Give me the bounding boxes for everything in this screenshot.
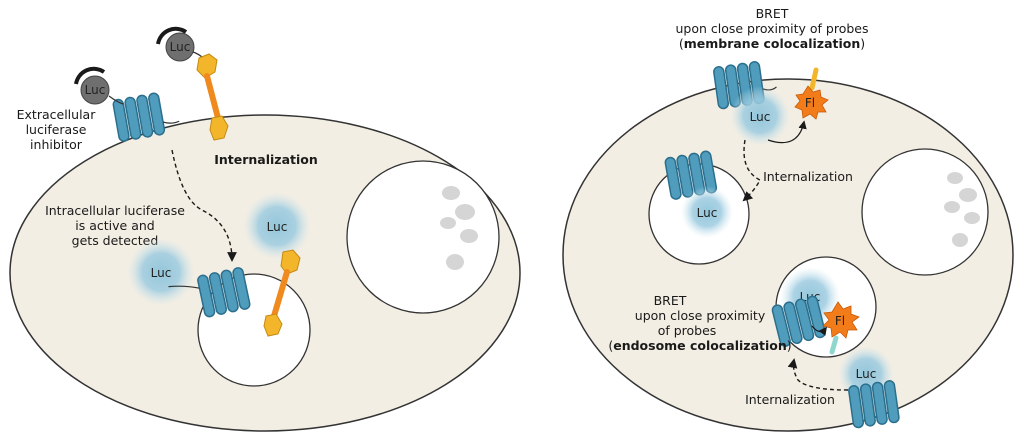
right-lower-receptor [848, 380, 900, 429]
luc-label: Luc [267, 220, 288, 234]
detected-label-line1: Intracellular luciferase [45, 203, 185, 218]
bottom-label-line4: (endosome colocalization) [608, 338, 791, 353]
bret-arrow-top [767, 120, 807, 144]
right-fl-2: Fl [822, 301, 860, 355]
luc-label: Luc [697, 206, 718, 220]
luc-label: Luc [170, 40, 191, 54]
bottom-label-line3: of probes [658, 323, 717, 338]
right-internalization-label-2: Internalization [745, 392, 835, 407]
left-nucleus [346, 160, 500, 314]
detected-label: Intracellular luciferase is active and g… [45, 203, 185, 248]
left-membrane-receptor [112, 92, 180, 142]
inhibitor-label-line3: inhibitor [30, 137, 83, 152]
left-cell: Luc Luc Extracellular luciferase inhibit… [9, 26, 521, 432]
right-nucleus-spots [944, 172, 980, 247]
inhibitor-label-line1: Extracellular [17, 107, 97, 122]
top-label-close: ) [860, 36, 865, 51]
inhibitor-label-line2: luciferase [26, 122, 87, 137]
bottom-label-line2: upon close proximity [635, 308, 766, 323]
top-label-open: ( [679, 36, 684, 51]
top-label-line1: BRET [756, 6, 789, 21]
right-internalization-arrow-2 [787, 358, 849, 391]
right-endosome-receptor [771, 295, 826, 347]
right-bottom-label: BRET upon close proximity of probes (end… [608, 293, 791, 353]
luc-label: Luc [151, 266, 172, 280]
luc-label: Luc [750, 110, 771, 124]
right-nucleus [861, 148, 989, 276]
left-ligand [192, 51, 229, 141]
right-cell: BRET upon close proximity of probes (mem… [562, 6, 1014, 432]
right-top-label: BRET upon close proximity of probes (mem… [675, 6, 868, 51]
left-inactive-luc-2: Luc [156, 26, 195, 62]
left-active-luc-1: Luc [127, 238, 195, 306]
fl-label: Fl [835, 314, 845, 328]
left-internalized-receptor [168, 267, 251, 318]
right-internalization-arrow-1 [742, 139, 761, 202]
bottom-label-bold: endosome colocalization [613, 338, 787, 353]
right-luc-1: Luc [730, 86, 790, 146]
top-label-line2: upon close proximity of probes [675, 21, 868, 36]
top-label-line3: (membrane colocalization) [679, 36, 865, 51]
detected-label-line3: gets detected [72, 233, 159, 248]
right-internalization-label-1: Internalization [763, 169, 853, 184]
bottom-label-close: ) [787, 338, 792, 353]
left-active-luc-2: Luc [243, 192, 311, 260]
luc-label: Luc [85, 83, 106, 97]
top-label-bold: membrane colocalization [684, 36, 861, 51]
left-internalized-ligand [263, 249, 301, 337]
left-nucleus-spots [440, 186, 478, 270]
inhibitor-label: Extracellular luciferase inhibitor [17, 107, 97, 152]
right-luc-2: Luc [681, 186, 733, 238]
left-internalization-label: Internalization [214, 152, 318, 167]
bret-arrow-bottom [811, 325, 828, 336]
right-internalized-receptor-1 [664, 150, 718, 200]
left-inactive-luc-1: Luc [74, 66, 110, 105]
bottom-label-open: ( [608, 338, 613, 353]
bottom-label-line1: BRET [654, 293, 687, 308]
fl-label: Fl [805, 96, 815, 110]
luc-label: Luc [856, 367, 877, 381]
detected-label-line2: is active and [75, 218, 154, 233]
right-fl-1: Fl [794, 67, 829, 120]
left-endosome [197, 273, 311, 387]
